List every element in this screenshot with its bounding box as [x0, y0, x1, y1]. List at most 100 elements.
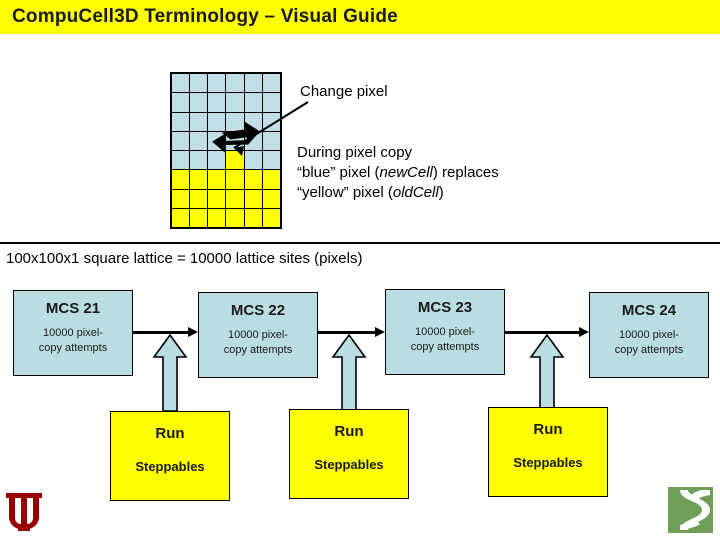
pixel-copy-line-1: During pixel copy [297, 144, 413, 161]
lattice-cell [208, 170, 226, 189]
lattice-caption: 100x100x1 square lattice = 10000 lattice… [6, 250, 363, 267]
pixel-copy-line-3: “yellow” pixel (oldCell) [297, 183, 499, 203]
lattice-cell [226, 170, 244, 189]
lattice-cell [208, 131, 226, 150]
steppables-label: Steppables [135, 459, 205, 474]
run-label: Run [334, 423, 364, 440]
lattice-cell [262, 151, 280, 170]
lattice-cell [208, 112, 226, 131]
lattice-cell [172, 74, 190, 93]
pixel-copy-line-3-prefix: “yellow” pixel ( [297, 184, 393, 201]
new-cell-term: newCell [379, 164, 433, 181]
mcs-box-subtitle: 10000 pixel- copy attempts [590, 328, 708, 358]
mcs-box-title: MCS 21 [45, 300, 101, 317]
mcs-box-subtitle: 10000 pixel- copy attempts [199, 328, 317, 358]
lattice-cell [226, 112, 244, 131]
lattice-cell [244, 131, 262, 150]
lattice-cell [208, 208, 226, 227]
steppable-arrow-up-icon [529, 333, 565, 411]
steppable-arrow-up-icon [331, 333, 367, 411]
lattice-cell [262, 74, 280, 93]
lattice-cell [172, 189, 190, 208]
lattice-cell-old [226, 151, 244, 170]
lattice-cell [226, 189, 244, 208]
steppable-arrow-up-icon [152, 333, 188, 411]
mcs-box-subtitle-line-2: copy attempts [410, 341, 480, 353]
lattice-cell [208, 93, 226, 112]
lattice-cell [172, 208, 190, 227]
lattice-cell [190, 208, 208, 227]
biocomplexity-institute-logo-icon [668, 487, 713, 533]
mcs-box-subtitle-line-1: 10000 pixel- [619, 329, 679, 341]
lattice-cell [208, 189, 226, 208]
mcs-box-subtitle-line-2: copy attempts [223, 344, 293, 356]
pixel-copy-line-2-suffix: ) replaces [432, 164, 499, 181]
lattice-cell [190, 74, 208, 93]
pixel-copy-line-2-prefix: “blue” pixel ( [297, 164, 380, 181]
old-cell-term: oldCell [392, 184, 439, 201]
flow-arrow-right-icon [318, 327, 385, 337]
mcs-box-subtitle-line-2: copy attempts [38, 342, 108, 354]
pixel-copy-description: During pixel copy “blue” pixel (newCell)… [297, 143, 499, 203]
lattice-grid [170, 72, 282, 229]
lattice-cell [172, 131, 190, 150]
pixel-copy-line-2: “blue” pixel (newCell) replaces [297, 163, 499, 183]
mcs-box-title: MCS 22 [230, 302, 286, 319]
mcs-box: MCS 22 10000 pixel- copy attempts [198, 292, 318, 378]
mcs-box-subtitle: 10000 pixel- copy attempts [386, 325, 504, 355]
lattice-cell [262, 208, 280, 227]
lattice-cell [190, 170, 208, 189]
mcs-box-title: MCS 24 [621, 302, 677, 319]
lattice-cell [226, 74, 244, 93]
lattice-cell [190, 112, 208, 131]
lattice-cell [262, 93, 280, 112]
flow-arrow-right-icon [505, 327, 589, 337]
lattice-cell [172, 112, 190, 131]
mcs-box: MCS 21 10000 pixel- copy attempts [13, 290, 133, 376]
lattice-cell [244, 208, 262, 227]
lattice-cell [244, 170, 262, 189]
lattice-cell [208, 74, 226, 93]
lattice-cell [244, 74, 262, 93]
lattice-cell [262, 112, 280, 131]
pixel-copy-line-3-suffix: ) [438, 184, 444, 201]
mcs-box: MCS 23 10000 pixel- copy attempts [385, 289, 505, 375]
horizontal-divider [0, 242, 720, 244]
run-steppables-box: Run Steppables [289, 409, 409, 499]
lattice-cell [244, 189, 262, 208]
run-steppables-box: Run Steppables [110, 411, 230, 501]
lattice-cell [262, 189, 280, 208]
lattice-cell [190, 151, 208, 170]
lattice-cell [190, 189, 208, 208]
steppables-label: Steppables [314, 457, 384, 472]
lattice-cell [172, 170, 190, 189]
lattice-cell [244, 93, 262, 112]
indiana-university-logo-icon [6, 493, 42, 531]
mcs-box-subtitle-line-1: 10000 pixel- [415, 326, 475, 338]
lattice-cell [244, 112, 262, 131]
lattice-cell [262, 131, 280, 150]
lattice-cell [226, 93, 244, 112]
title-banner: CompuCell3D Terminology – Visual Guide [0, 0, 720, 34]
mcs-box-subtitle-line-1: 10000 pixel- [43, 327, 103, 339]
lattice-cell [190, 131, 208, 150]
flow-arrow-right-icon [133, 327, 198, 337]
run-steppables-box: Run Steppables [488, 407, 608, 497]
steppables-label: Steppables [513, 455, 583, 470]
lattice-cell [172, 151, 190, 170]
lattice-cell [262, 170, 280, 189]
mcs-box-subtitle-line-2: copy attempts [614, 344, 684, 356]
run-label: Run [155, 425, 185, 442]
mcs-box-subtitle-line-1: 10000 pixel- [228, 329, 288, 341]
run-label: Run [533, 421, 563, 438]
lattice-cell [226, 131, 244, 150]
lattice-cell [244, 151, 262, 170]
mcs-box-title: MCS 23 [417, 299, 473, 316]
lattice-cell [226, 208, 244, 227]
change-pixel-label: Change pixel [300, 83, 388, 100]
lattice-cell [190, 93, 208, 112]
page-title: CompuCell3D Terminology – Visual Guide [12, 6, 398, 27]
mcs-box: MCS 24 10000 pixel- copy attempts [589, 292, 709, 378]
mcs-box-subtitle: 10000 pixel- copy attempts [14, 326, 132, 356]
lattice-cell [208, 151, 226, 170]
